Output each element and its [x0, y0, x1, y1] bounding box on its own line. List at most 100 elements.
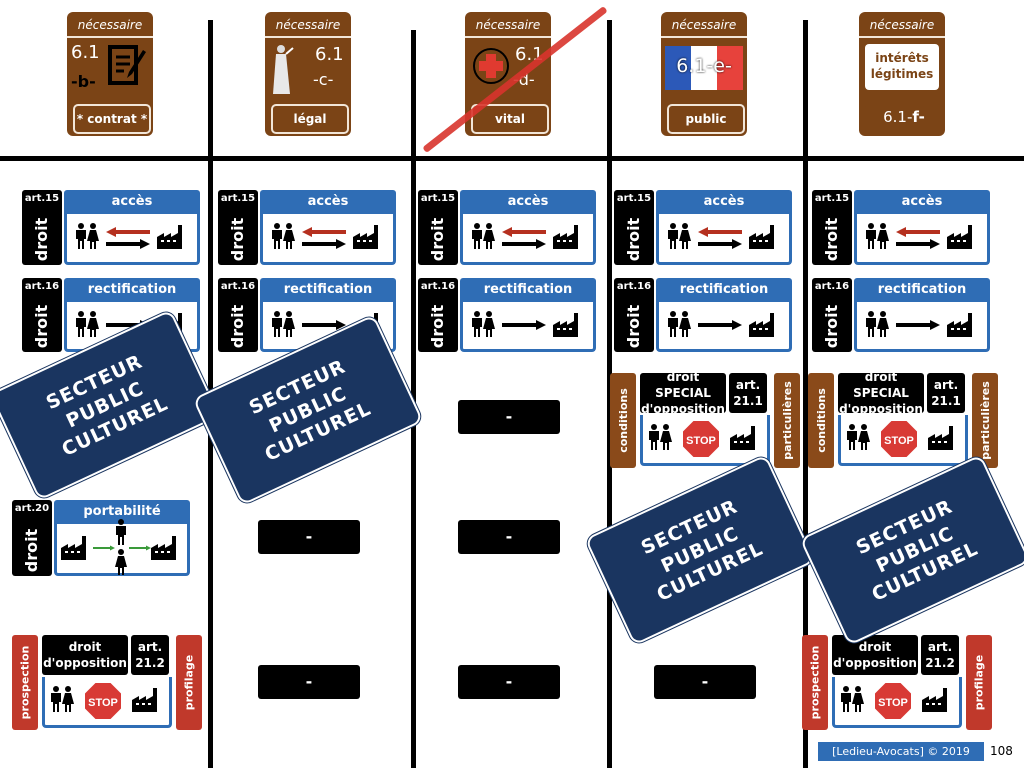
correction-arrow-icon — [895, 316, 940, 335]
factory-icon — [922, 686, 954, 716]
right-illustration: STOP — [832, 677, 962, 728]
right-illustration — [460, 214, 596, 265]
header-divider — [0, 156, 1024, 161]
justice-statue-icon — [273, 45, 294, 94]
transfer-arrow-icon — [93, 539, 115, 558]
right-title: accès — [656, 190, 792, 214]
not-applicable-marker: - — [458, 400, 560, 434]
factory-icon — [928, 424, 960, 454]
info-flow-arrows-icon — [501, 226, 546, 250]
page-number: 108 — [990, 744, 1013, 758]
right-title: accès — [460, 190, 596, 214]
legal-basis-ref: 6.1-f- — [865, 104, 943, 134]
factory-icon — [61, 534, 93, 564]
legal-basis-label: public — [667, 104, 745, 134]
svg-text:STOP: STOP — [88, 697, 118, 709]
factory-icon — [749, 311, 781, 341]
footer-credit: [Ledieu-Avocats] © 2019 — [818, 742, 984, 761]
svg-text:STOP: STOP — [878, 697, 908, 709]
condition-label: particulières — [774, 373, 800, 468]
french-flag-icon: 6.1-e- — [665, 46, 743, 90]
data-subjects-icon — [846, 424, 870, 454]
not-applicable-marker: - — [458, 520, 560, 554]
right-illustration — [854, 214, 990, 265]
info-flow-arrows-icon — [697, 226, 742, 250]
data-subjects-icon — [115, 518, 129, 579]
legal-basis-label: légal — [271, 104, 349, 134]
data-subjects-icon — [865, 223, 889, 253]
factory-icon — [353, 223, 385, 253]
factory-icon — [553, 223, 585, 253]
contract-icon — [108, 45, 146, 85]
svg-text:STOP: STOP — [686, 435, 716, 447]
stop-sign-icon: STOP — [878, 419, 919, 459]
column-divider — [607, 20, 612, 768]
info-flow-arrows-icon — [301, 226, 346, 250]
correction-arrow-icon — [501, 316, 546, 335]
data-subjects-icon — [865, 310, 889, 341]
factory-icon — [157, 223, 189, 253]
right-illustration — [656, 302, 792, 352]
correction-arrow-icon — [105, 316, 150, 335]
right-illustration: STOP — [640, 415, 770, 466]
condition-label: profilage — [966, 635, 992, 730]
not-applicable-marker: - — [458, 665, 560, 699]
legal-basis-label: vital — [471, 104, 549, 134]
column-divider — [803, 20, 808, 768]
factory-icon — [749, 223, 781, 253]
right-title: rectification — [260, 278, 396, 302]
stop-sign-icon: STOP — [680, 419, 721, 459]
necessity-label: nécessaire — [465, 12, 551, 38]
data-subjects-icon — [75, 223, 99, 253]
right-illustration — [54, 518, 190, 576]
data-subjects-icon — [471, 310, 495, 341]
article-ref: 6.1 — [71, 42, 100, 63]
data-subjects-icon — [471, 223, 495, 253]
data-subjects-icon — [50, 686, 74, 716]
right-title: rectification — [854, 278, 990, 302]
factory-icon — [132, 686, 164, 716]
right-title: rectification — [656, 278, 792, 302]
factory-icon — [151, 534, 183, 564]
transfer-arrow-icon — [129, 539, 151, 558]
necessity-label: nécessaire — [67, 12, 153, 38]
condition-label: profilage — [176, 635, 202, 730]
data-subjects-icon — [648, 424, 672, 454]
article-letter: -b- — [71, 72, 96, 91]
article-ref: art.21.2 — [131, 635, 169, 675]
factory-icon — [553, 311, 585, 341]
right-illustration — [656, 214, 792, 265]
article-ref: 6.1 — [315, 44, 344, 65]
info-flow-arrows-icon — [895, 226, 940, 250]
data-subjects-icon — [75, 310, 99, 341]
right-illustration: STOP — [838, 415, 968, 466]
data-subjects-icon — [271, 223, 295, 253]
stop-sign-icon: STOP — [872, 681, 913, 721]
factory-icon — [730, 424, 762, 454]
right-illustration — [460, 302, 596, 352]
correction-arrow-icon — [697, 316, 742, 335]
